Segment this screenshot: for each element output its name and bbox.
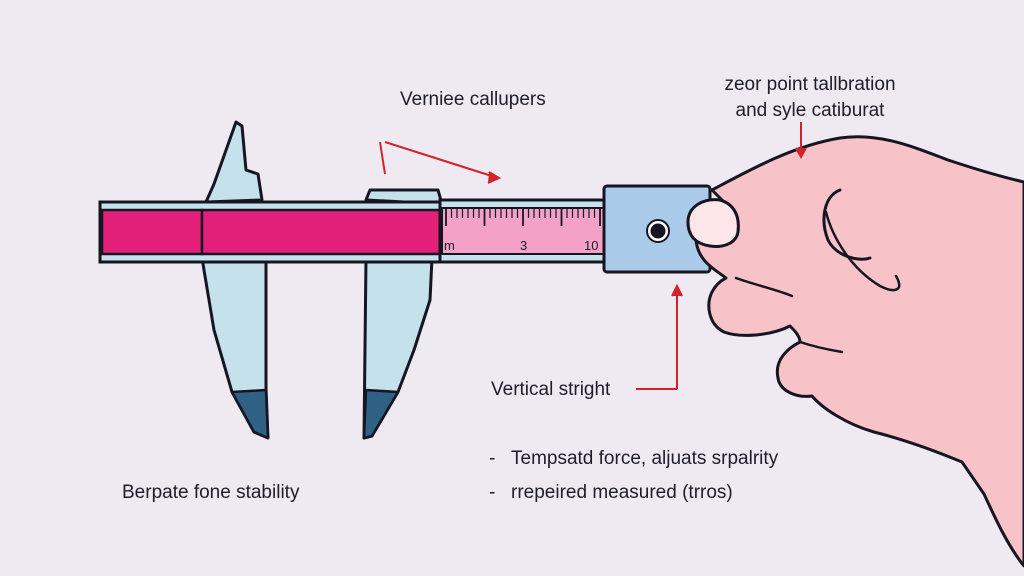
fixed-upper-jaw xyxy=(204,120,264,204)
stability-label: Berpate fone stability xyxy=(122,482,300,503)
bullet-marker: - xyxy=(489,482,496,503)
notes-list: - Tempsatd force, aljuats srpalrity - rr… xyxy=(489,448,778,516)
thumbnail xyxy=(686,198,740,248)
bullet-marker: - xyxy=(489,448,496,469)
zero-point-line-2: and syle catiburat xyxy=(735,100,885,121)
finger-crease xyxy=(824,210,901,292)
scale-mark-middle: 3 xyxy=(520,238,527,253)
vertical-pointer-arrow xyxy=(636,283,683,390)
vertical-straight-label: Vertical stright xyxy=(491,379,611,400)
zero-point-line-1: zeor point tallbration xyxy=(724,74,896,95)
movable-jaw-tip xyxy=(362,388,400,440)
fixed-jaw-tip xyxy=(230,388,270,440)
note-errors: rrepeired measured (trros) xyxy=(511,482,733,503)
scale-ticks xyxy=(445,208,601,226)
list-item: - rrepeired measured (trros) xyxy=(489,482,778,516)
zero-point-pointer-arrow xyxy=(795,122,807,160)
beam-left-bar xyxy=(100,208,204,256)
title-pointer-arrow xyxy=(379,141,502,184)
list-item: - Tempsatd force, aljuats srpalrity xyxy=(489,448,778,482)
scale-mark-end: 10 xyxy=(584,238,598,253)
finger-crease xyxy=(798,340,844,354)
finger-crease xyxy=(734,276,794,298)
thumb-screw-icon[interactable] xyxy=(646,219,670,243)
hand-illustration xyxy=(694,135,1024,568)
beam-main-bar xyxy=(200,208,442,256)
caliper-title-label: Verniee callupers xyxy=(400,89,546,110)
finger-crease xyxy=(822,188,872,261)
note-force: Tempsatd force, aljuats srpalrity xyxy=(511,448,779,469)
zero-point-calibration-label: zeor point tallbration and syle catibura… xyxy=(690,72,930,124)
scale-mark-start: m xyxy=(444,238,455,253)
